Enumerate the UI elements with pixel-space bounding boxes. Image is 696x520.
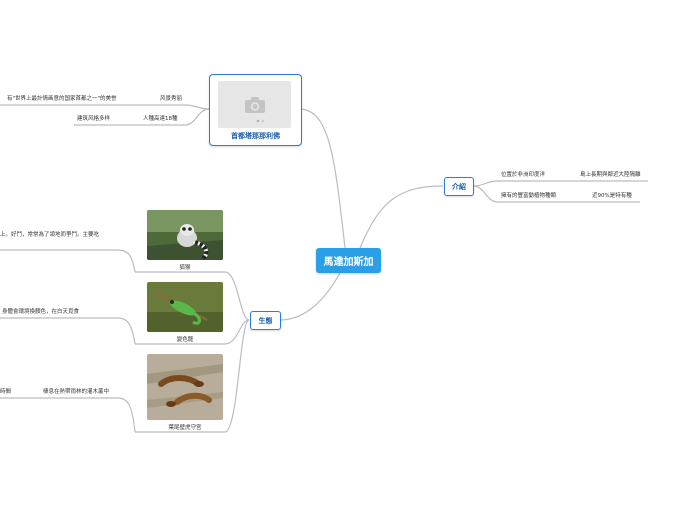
intro-item-species-detail[interactable]: 近90%是特有種	[592, 193, 632, 200]
animal-gecko[interactable]: 葉尾壁虎守宮	[147, 354, 223, 432]
chameleon-name: 變色龍	[147, 335, 223, 343]
topic-intro[interactable]: 介紹	[444, 177, 474, 196]
camera-icon	[244, 96, 266, 114]
capital-item-scenery-detail[interactable]: 有"世界上最計情画意的国家首都之一"的美誉	[7, 96, 117, 103]
lemur-image	[147, 210, 223, 260]
capital-item-ethnic-detail[interactable]: 建筑风格多样	[77, 116, 110, 123]
capital-label: 首都塔那那利佛	[210, 131, 301, 141]
pager-dots	[256, 119, 266, 123]
central-topic[interactable]: 馬達加斯加	[316, 248, 381, 273]
intro-item-species[interactable]: 擁有的豐富動植物種類	[501, 193, 556, 200]
intro-item-location[interactable]: 位置於非洲印度洋	[501, 172, 545, 179]
chameleon-image	[147, 282, 223, 332]
image-placeholder	[218, 81, 291, 128]
gecko-desc[interactable]: 棲息在熱帶雨林的灌木叢中	[43, 389, 109, 396]
topic-capital[interactable]: 首都塔那那利佛	[209, 74, 302, 146]
topic-ecology[interactable]: 生態	[250, 311, 281, 330]
capital-item-scenery[interactable]: 风景秀丽	[160, 96, 182, 103]
capital-item-ethnic[interactable]: 人種高達18種	[143, 116, 178, 123]
chameleon-desc[interactable]: 身體會環境換顏色，在白天覓食	[2, 309, 79, 316]
lemur-name: 狐猴	[147, 263, 223, 271]
lemur-desc[interactable]: 上。好鬥，常常為了領地而爭鬥。主要吃	[0, 232, 99, 239]
animal-lemur[interactable]: 狐猴	[147, 210, 223, 272]
animal-chameleon[interactable]: 變色龍	[147, 282, 223, 344]
gecko-name: 葉尾壁虎守宮	[147, 423, 223, 431]
intro-item-location-detail[interactable]: 島上長期與鄰近大陸隔離	[580, 172, 641, 179]
gecko-image	[147, 354, 223, 420]
gecko-desc-cut[interactable]: 時間	[0, 389, 11, 396]
